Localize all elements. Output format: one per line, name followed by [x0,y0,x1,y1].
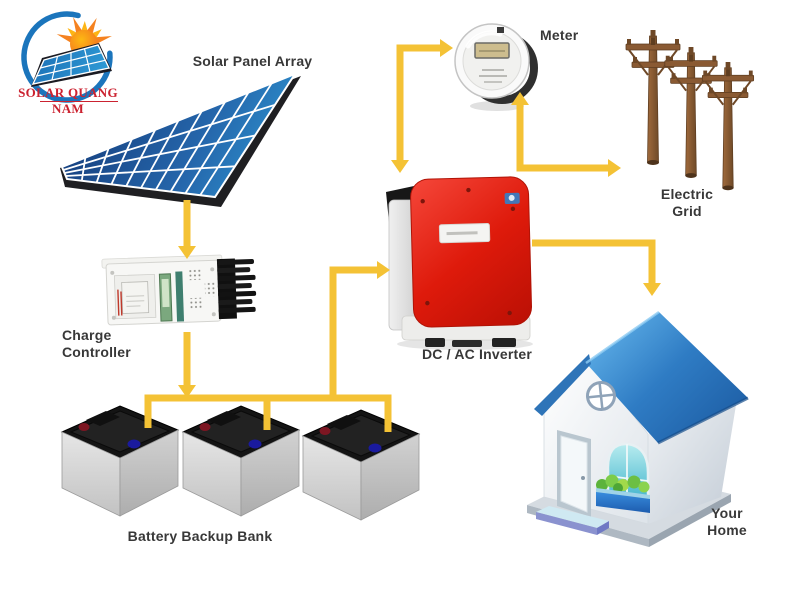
arrow-inverter-to-home [532,239,656,283]
electric-grid-graphic [625,29,755,192]
charge-controller-graphic [101,254,257,326]
inverter-label: DC / AC Inverter [421,346,533,362]
arrow-inverter-meter [396,44,440,160]
battery-bank-graphic [61,405,420,521]
house-door [557,430,591,517]
meter-label: Meter [540,27,579,43]
flower-box [596,474,650,513]
charge-controller-label: Charge Controller [62,327,131,360]
arrow-meter-grid [516,105,608,172]
house-graphic [527,310,749,547]
house-roof [586,312,748,443]
solar-panel-array-graphic [60,71,301,207]
solar-quang-nam-logo [21,11,113,103]
flow-arrows [144,39,661,432]
inverter-graphic [386,176,533,350]
meter-graphic [454,23,538,111]
battery-bank-label: Battery Backup Bank [127,528,273,544]
logo-underline [40,101,118,102]
house-roof-eave [534,354,591,416]
round-window [586,381,616,411]
doorstep [536,506,609,535]
logo-text: SOLAR QUANG NAM [18,85,118,116]
arrow-battery-to-inverter [329,266,377,398]
logo-panel-icon [31,43,112,87]
home-label: Your Home [707,505,747,538]
inverter-front-panel [410,176,533,328]
solar-panel-label: Solar Panel Array [192,53,313,69]
electric-grid-label: Electric Grid [660,186,714,219]
charge-controller-heatsink [216,258,257,320]
